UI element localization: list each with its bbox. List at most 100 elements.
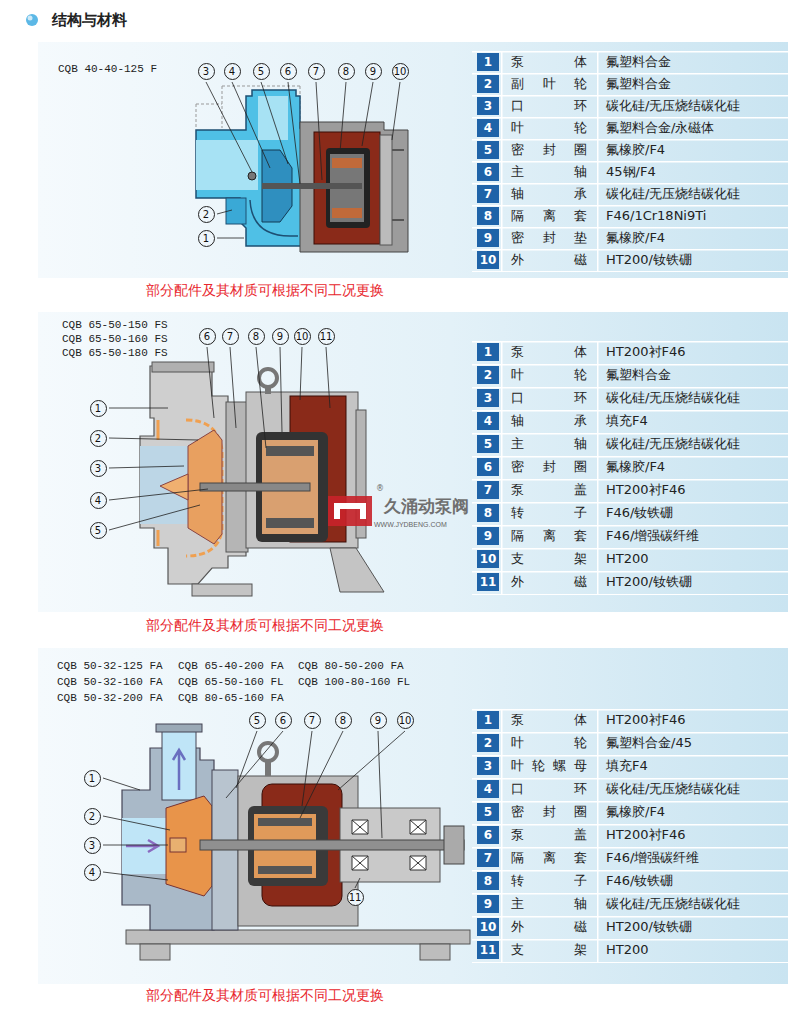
part-material: 碳化硅/无压烧结碳化硅 xyxy=(606,389,740,407)
part-material: 氟塑料合金/永磁体 xyxy=(606,119,714,137)
pump-cross-section xyxy=(152,362,214,372)
callout-number: 9 xyxy=(370,712,387,729)
part-number: 10 xyxy=(477,550,499,568)
part-material: 填充F4 xyxy=(606,412,648,430)
part-number: 11 xyxy=(477,941,499,959)
title-bullet xyxy=(28,16,33,21)
part-material: F46/增强碳纤维 xyxy=(606,849,699,867)
part-name: 副叶轮 xyxy=(511,75,587,93)
part-name: 叶轮 xyxy=(511,366,587,384)
leader-line xyxy=(340,82,346,152)
part-name: 主轴 xyxy=(511,435,587,453)
pump-cross-section xyxy=(444,826,464,864)
pump-cross-section xyxy=(259,369,277,387)
part-name: 口环 xyxy=(511,780,587,798)
pump-cross-section xyxy=(192,584,252,596)
part-material: 碳化硅/无压烧结碳化硅 xyxy=(606,895,740,913)
model-number: CQB 65-50-160 FL xyxy=(178,676,284,689)
part-number: 8 xyxy=(477,207,499,225)
part-name: 隔离套 xyxy=(511,527,587,545)
part-number: 1 xyxy=(477,53,499,71)
leader-line xyxy=(300,347,302,400)
pump-cross-section xyxy=(140,362,384,596)
pump-cross-section xyxy=(196,90,306,246)
note-text: 部分配件及其材质可根据不同工况更换 xyxy=(146,987,384,1004)
pump-cross-section xyxy=(226,402,248,552)
pump-cross-section xyxy=(126,840,158,852)
part-number: 4 xyxy=(477,412,499,430)
watermark-logo xyxy=(328,496,372,526)
callout-number: 3 xyxy=(84,837,101,854)
part-name: 主轴 xyxy=(511,163,587,181)
part-name: 轴承 xyxy=(511,185,587,203)
part-name: 支架 xyxy=(511,941,587,959)
part-name: 泵盖 xyxy=(511,826,587,844)
part-name: 密封圈 xyxy=(511,803,587,821)
part-material: 45钢/F4 xyxy=(606,163,656,181)
part-number: 6 xyxy=(477,458,499,476)
part-number: 9 xyxy=(477,527,499,545)
leader-line xyxy=(232,82,270,168)
leader-line xyxy=(206,82,400,238)
part-number: 1 xyxy=(477,343,499,361)
callout-number: 7 xyxy=(308,63,325,80)
panel-background xyxy=(38,42,788,278)
part-number: 10 xyxy=(477,918,499,936)
callout-number: 4 xyxy=(224,63,241,80)
leader-line xyxy=(280,347,282,432)
pump-cross-section xyxy=(160,474,188,500)
pump-cross-section xyxy=(248,172,256,180)
pump-cross-section xyxy=(162,730,196,800)
part-material: F46/1Cr18Ni9Ti xyxy=(606,207,706,225)
callout-number: 11 xyxy=(347,889,364,906)
pump-cross-section xyxy=(265,760,271,776)
panel-background xyxy=(38,312,788,612)
table-grid xyxy=(597,341,599,595)
watermark-mark: ® xyxy=(376,484,384,494)
section-title: 结构与材料 xyxy=(52,11,127,29)
table-grid xyxy=(597,51,599,272)
pump-cross-section xyxy=(410,820,426,834)
callout-number: 2 xyxy=(198,206,215,223)
callout-number: 6 xyxy=(275,712,292,729)
part-name: 支架 xyxy=(511,550,587,568)
part-name: 口环 xyxy=(511,389,587,407)
part-number: 9 xyxy=(477,229,499,247)
callout-number: 2 xyxy=(84,808,101,825)
model-number: CQB 40-40-125 F xyxy=(58,63,157,76)
callout-number: 3 xyxy=(198,63,215,80)
part-name: 密封圈 xyxy=(511,141,587,159)
leader-line xyxy=(362,82,373,146)
callout-number: 10 xyxy=(392,63,409,80)
pump-cross-section xyxy=(122,818,166,874)
callout-number: 10 xyxy=(397,712,414,729)
leader-line xyxy=(109,489,208,500)
part-number: 5 xyxy=(477,141,499,159)
part-material: 氟橡胶/F4 xyxy=(606,803,665,821)
part-number: 7 xyxy=(477,481,499,499)
callout-number: 1 xyxy=(198,230,215,247)
leader-line xyxy=(316,82,322,180)
part-material: 氟塑料合金 xyxy=(606,366,671,384)
leader-line xyxy=(103,872,168,880)
part-number: 7 xyxy=(477,849,499,867)
pump-cross-section xyxy=(200,840,464,850)
model-number: CQB 65-40-200 FA xyxy=(178,660,284,673)
callout-number: 10 xyxy=(294,328,311,345)
pump-cross-section xyxy=(200,483,310,491)
callout-number: 2 xyxy=(90,430,107,447)
part-name: 外磁 xyxy=(511,918,587,936)
watermark-logo xyxy=(328,496,372,526)
part-material: HT200 xyxy=(606,550,649,568)
watermark-logo xyxy=(334,503,366,519)
part-number: 1 xyxy=(477,711,499,729)
model-number: CQB 50-32-200 FA xyxy=(57,692,163,705)
callout-number: 1 xyxy=(84,770,101,787)
part-material: 氟塑料合金 xyxy=(606,75,671,93)
part-number: 4 xyxy=(477,119,499,137)
pump-cross-section xyxy=(330,548,384,592)
pump-cross-section xyxy=(352,856,368,870)
table-grid xyxy=(472,51,788,272)
leader-line xyxy=(217,210,232,214)
pump-cross-section xyxy=(262,183,362,189)
